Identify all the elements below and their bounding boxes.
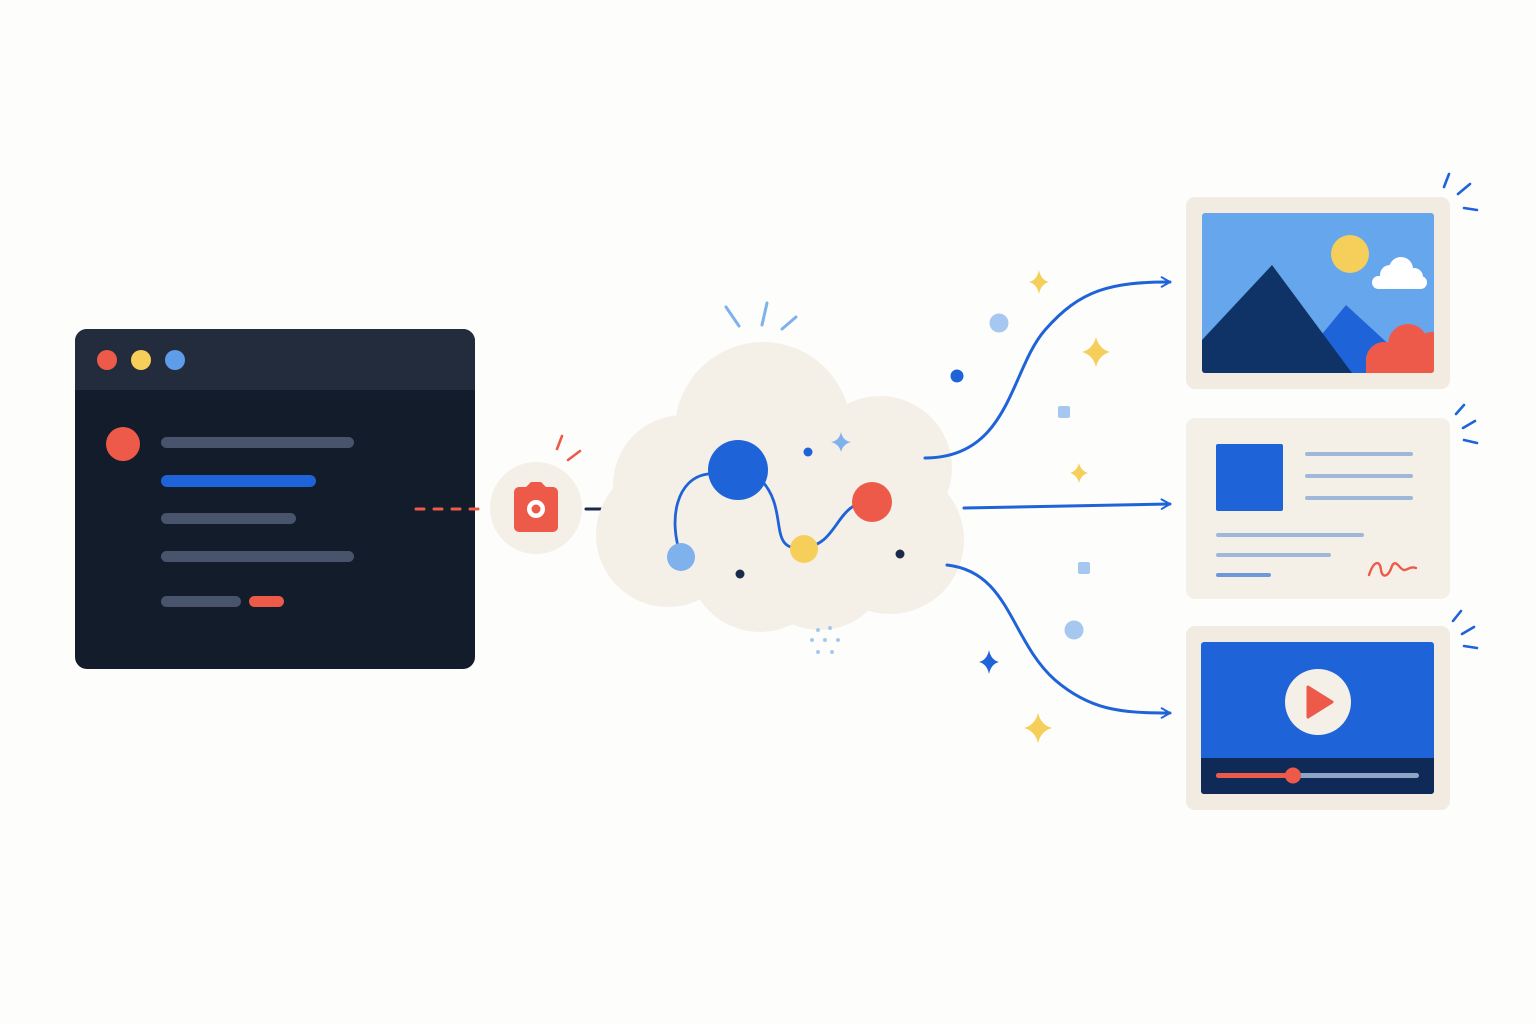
particle-dot [803, 447, 813, 457]
document-line [1216, 553, 1331, 557]
highlight-marks [1454, 403, 1479, 445]
bush [1366, 324, 1434, 373]
cloud-glow-marks [724, 301, 798, 331]
sparkle-icon [831, 432, 851, 452]
network-node-yellow [790, 535, 818, 563]
dot-cluster [810, 626, 840, 654]
source-app-window [75, 329, 475, 669]
text-line-short [161, 596, 241, 607]
arrow-to-image [923, 276, 1172, 460]
status-pill [249, 596, 284, 607]
capture-flash-marks [555, 434, 582, 462]
camera-icon [514, 482, 558, 532]
network-node-light [667, 543, 695, 571]
signature-squiggle [1367, 561, 1418, 577]
document-icon [1216, 444, 1418, 577]
capture-node [490, 434, 582, 554]
video-output-card [1186, 609, 1479, 810]
network-node-main [708, 440, 768, 500]
decorations [950, 270, 1110, 743]
document-output-card [1186, 403, 1479, 599]
landscape-image-icon [1202, 213, 1434, 373]
sparkle-icon [1082, 337, 1110, 367]
particle-square [1078, 562, 1090, 574]
mountain-front [1202, 265, 1352, 373]
document-line [1216, 533, 1364, 537]
document-line [1216, 573, 1271, 577]
play-icon [1306, 685, 1334, 719]
particle-square [1058, 406, 1070, 418]
sparkle-icon [979, 650, 999, 674]
particle-dot [735, 569, 745, 579]
document-line [1305, 496, 1413, 500]
particle-dot [1064, 620, 1084, 640]
arrow-to-video [945, 563, 1172, 719]
image-output-card [1186, 172, 1479, 389]
sparkle-icon [1070, 463, 1088, 483]
text-line [161, 437, 354, 448]
document-thumbnail [1216, 444, 1283, 511]
network-node-red [852, 482, 892, 522]
text-line [161, 551, 354, 562]
text-line [161, 513, 296, 524]
particle-dot [895, 549, 905, 559]
maximize-dot [165, 350, 185, 370]
text-line-highlight [161, 475, 316, 487]
sparkle-icon [1024, 713, 1052, 743]
cloud-icon [1372, 257, 1427, 289]
sun [1331, 235, 1369, 273]
window-titlebar [75, 329, 475, 390]
window-body [75, 329, 475, 669]
document-line [1305, 474, 1413, 478]
progress-handle [1285, 767, 1301, 784]
avatar [106, 427, 140, 461]
progress-fill [1216, 773, 1293, 778]
highlight-marks [1442, 172, 1479, 212]
cloud-shape [596, 342, 964, 632]
document-line [1305, 452, 1413, 456]
minimize-dot [131, 350, 151, 370]
particle-dot [950, 369, 964, 383]
particle-dot [989, 313, 1009, 333]
close-dot [97, 350, 117, 370]
processing-cloud [596, 301, 964, 654]
arrow-to-document [962, 498, 1172, 510]
highlight-marks [1451, 609, 1479, 650]
sparkle-icon [1029, 270, 1049, 294]
